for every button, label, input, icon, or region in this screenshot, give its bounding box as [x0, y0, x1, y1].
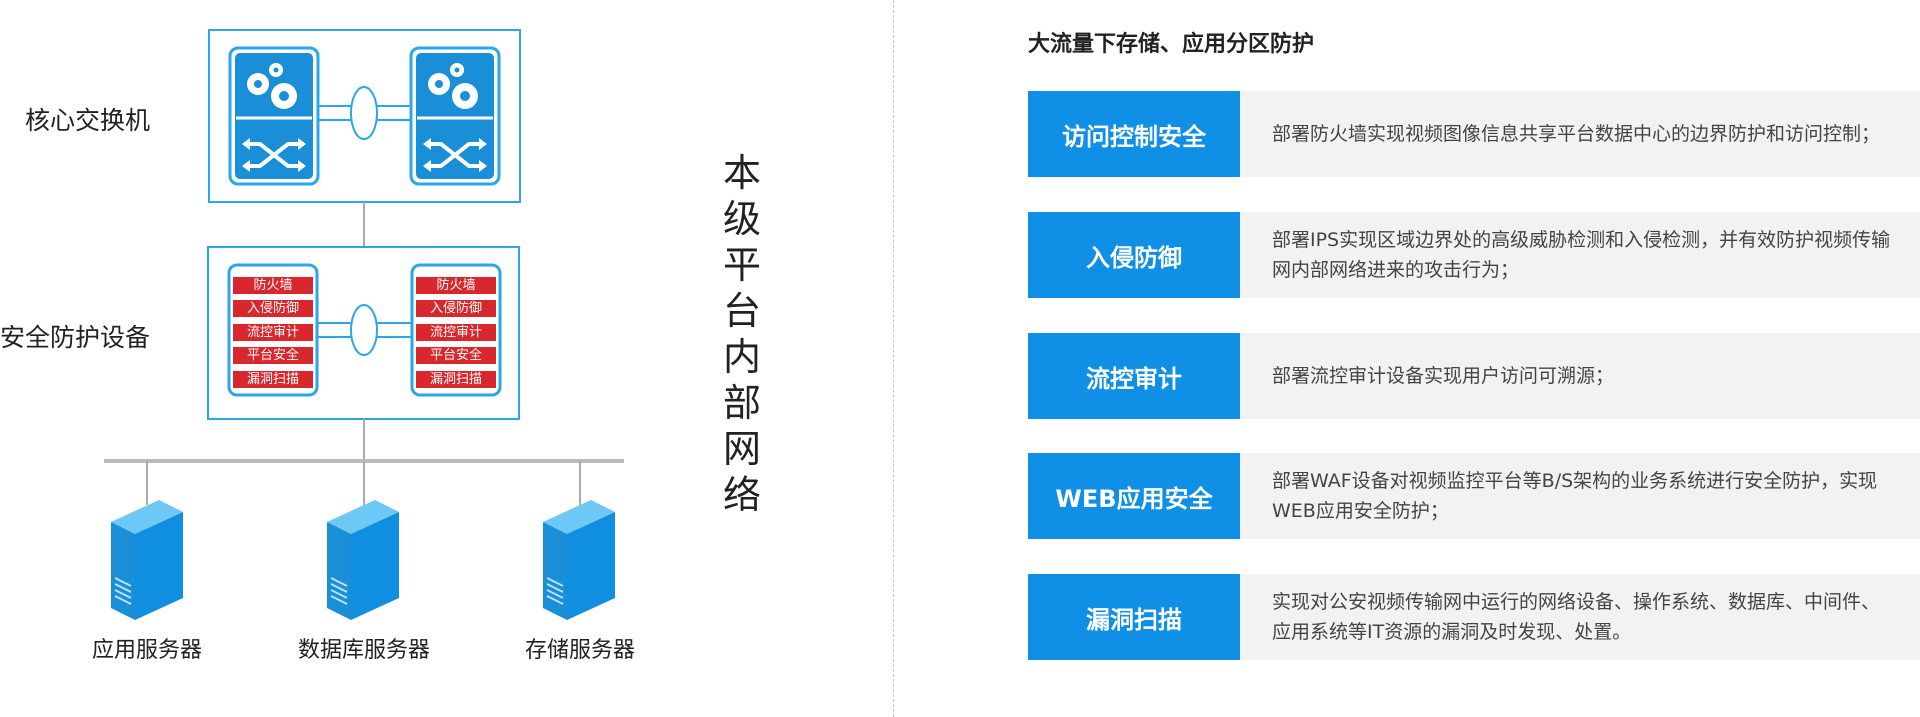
- core-switch-label: 核心交换机: [25, 106, 151, 135]
- security-module-label: 入侵防御: [233, 300, 313, 317]
- feature-name: WEB应用安全: [1028, 453, 1240, 539]
- security-module-label: 漏洞扫描: [233, 371, 313, 388]
- feature-name: 流控审计: [1028, 333, 1240, 419]
- core-switch-left-icon: [228, 46, 320, 186]
- security-device-label: 安全防护设备: [0, 323, 151, 352]
- feature-desc: 实现对公安视频传输网中运行的网络设备、操作系统、数据库、中间件、应用系统等IT资…: [1240, 574, 1920, 660]
- storage-server-label: 存储服务器: [524, 638, 636, 663]
- feature-row: 漏洞扫描 实现对公安视频传输网中运行的网络设备、操作系统、数据库、中间件、应用系…: [1028, 574, 1920, 660]
- feature-row: 入侵防御 部署IPS实现区域边界处的高级威胁检测和入侵检测，并有效防护视频传输网…: [1028, 212, 1920, 298]
- core-switch-right-icon: [409, 46, 501, 186]
- feature-row: 访问控制安全 部署防火墙实现视频图像信息共享平台数据中心的边界防护和访问控制；: [1028, 91, 1920, 177]
- feature-desc: 部署流控审计设备实现用户访问可溯源；: [1240, 333, 1920, 419]
- application-server-label: 应用服务器: [91, 638, 203, 663]
- security-module-label: 流控审计: [416, 324, 496, 341]
- security-module-label: 漏洞扫描: [416, 371, 496, 388]
- security-module-label: 平台安全: [233, 347, 313, 364]
- database-server-icon: [326, 499, 400, 621]
- feature-desc: 部署防火墙实现视频图像信息共享平台数据中心的边界防护和访问控制；: [1240, 91, 1920, 177]
- link-aggregation-icon: [350, 304, 378, 356]
- security-module-label: 防火墙: [416, 277, 496, 294]
- security-module-label: 流控审计: [233, 324, 313, 341]
- feature-name: 访问控制安全: [1028, 91, 1240, 177]
- panel-title: 大流量下存储、应用分区防护: [1028, 32, 1315, 57]
- storage-server-icon: [542, 499, 616, 621]
- security-module-label: 入侵防御: [416, 300, 496, 317]
- security-module-label: 平台安全: [416, 347, 496, 364]
- link-aggregation-icon: [350, 86, 378, 140]
- feature-name: 漏洞扫描: [1028, 574, 1240, 660]
- database-server-label: 数据库服务器: [297, 638, 431, 663]
- vertical-title: 本级平台内部网络: [722, 151, 761, 517]
- security-module-label: 防火墙: [233, 277, 313, 294]
- feature-name: 入侵防御: [1028, 212, 1240, 298]
- divider: [893, 0, 894, 717]
- feature-row: 流控审计 部署流控审计设备实现用户访问可溯源；: [1028, 333, 1920, 419]
- feature-row: WEB应用安全 部署WAF设备对视频监控平台等B/S架构的业务系统进行安全防护，…: [1028, 453, 1920, 539]
- feature-desc: 部署WAF设备对视频监控平台等B/S架构的业务系统进行安全防护，实现WEB应用安…: [1240, 453, 1920, 539]
- application-server-icon: [110, 499, 184, 621]
- feature-desc: 部署IPS实现区域边界处的高级威胁检测和入侵检测，并有效防护视频传输网内部网络进…: [1240, 212, 1920, 298]
